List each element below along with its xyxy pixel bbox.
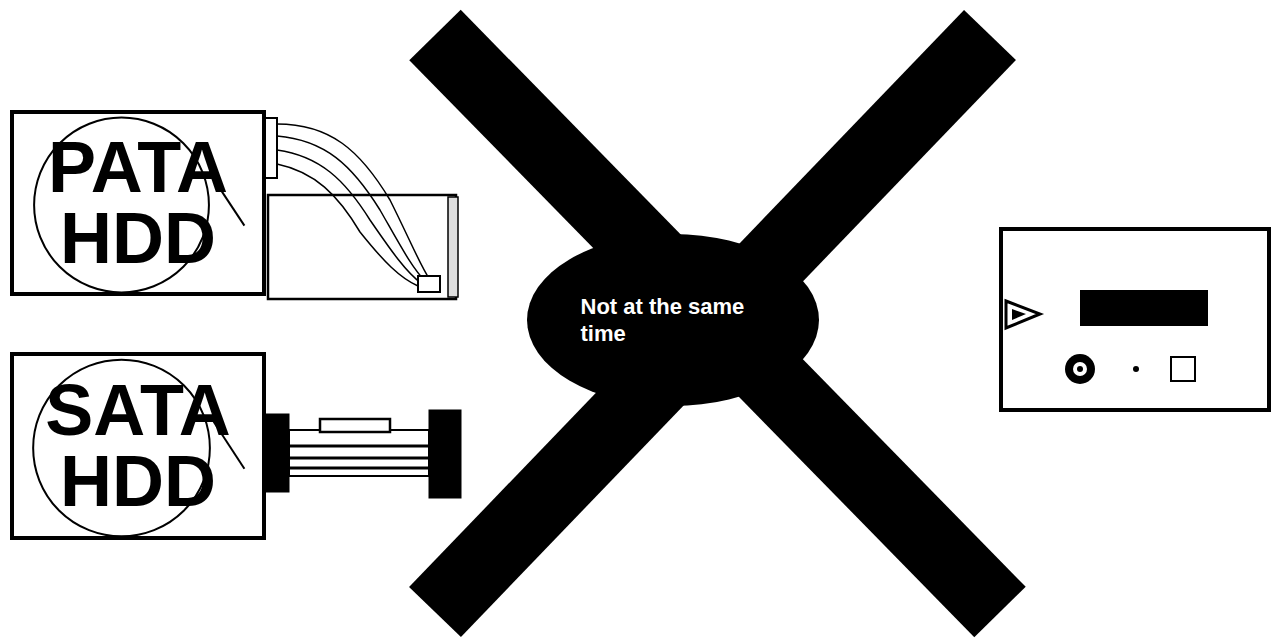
ellipse-fill xyxy=(527,234,819,406)
cross-mark xyxy=(435,35,1000,612)
power-wire xyxy=(277,164,418,286)
display-panel xyxy=(1080,290,1208,326)
cross-bar xyxy=(435,35,990,612)
drive-label: SATA HDD xyxy=(22,375,254,516)
sata-hdd: SATA HDD xyxy=(10,352,266,540)
ellipse-shape xyxy=(527,234,819,406)
round-button-dot xyxy=(1077,366,1083,372)
sata-cable xyxy=(265,410,461,498)
arrow-button xyxy=(1006,301,1040,328)
power-connector xyxy=(418,276,440,292)
drive-label: PATA HDD xyxy=(22,132,254,273)
power-plug xyxy=(265,118,277,178)
status-ellipse: Not at the same time xyxy=(527,234,819,406)
power-wire xyxy=(277,136,426,282)
square-button xyxy=(1171,357,1195,381)
sata-connector xyxy=(429,410,461,498)
ribbon-cable xyxy=(268,195,456,299)
duplicator-device xyxy=(1001,229,1269,410)
cross-bar xyxy=(435,35,1000,612)
sata-plug xyxy=(265,414,289,492)
ribbon-connector xyxy=(448,197,458,297)
sata-clip xyxy=(320,419,390,432)
pata-hdd: PATA HDD xyxy=(10,110,266,296)
indicator-dot xyxy=(1133,366,1139,372)
note-text: Not at the same time xyxy=(581,293,766,348)
sata-cable-body xyxy=(289,430,429,476)
device-housing xyxy=(1001,229,1269,410)
round-button xyxy=(1065,354,1095,384)
pata-cables xyxy=(265,118,458,299)
arrow-mark xyxy=(1012,309,1026,320)
round-button-center xyxy=(1073,362,1087,376)
